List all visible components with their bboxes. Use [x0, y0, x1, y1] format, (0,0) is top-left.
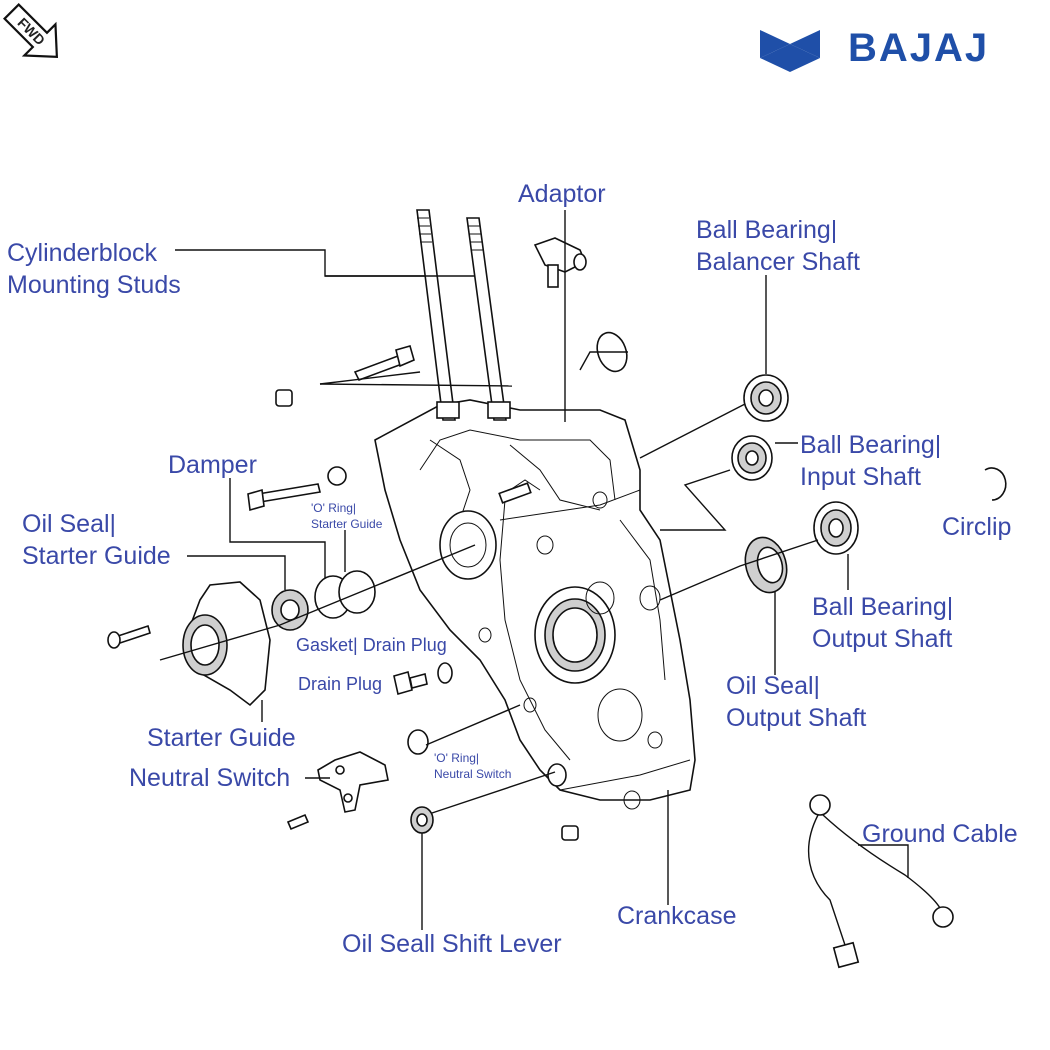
adaptor-part — [533, 237, 587, 288]
label-oilseal-output-line1: Oil Seal| — [726, 672, 820, 700]
label-ground-cable: Ground Cable — [862, 820, 1018, 848]
label-circlip: Circlip — [942, 513, 1011, 541]
o-ring-neutral-switch-part — [407, 729, 429, 755]
label-bb-input-line1: Ball Bearing| — [800, 431, 941, 459]
label-oring-neutral-line1: 'O' Ring| — [434, 751, 479, 765]
label-oring-starter-line1: 'O' Ring| — [311, 501, 356, 515]
label-studs-line1: Cylinderblock — [7, 239, 158, 267]
label-oilseal-output-line2: Output Shaft — [726, 704, 866, 732]
label-studs-line2: Mounting Studs — [7, 271, 181, 299]
circlip-part — [984, 467, 1007, 501]
bajaj-logo: BAJAJ — [760, 26, 989, 72]
label-gasket: Gasket| Drain Plug — [296, 635, 447, 655]
label-oring-starter-line2: Starter Guide — [311, 517, 383, 531]
label-oilseal-starter-line2: Starter Guide — [22, 542, 171, 570]
label-oilseal-shift: Oil Seall Shift Lever — [342, 930, 562, 958]
label-starter-guide: Starter Guide — [147, 724, 296, 752]
neutral-switch-part — [317, 751, 389, 813]
bajaj-emblem-icon — [760, 30, 820, 72]
cylinderblock-mounting-studs — [416, 209, 511, 421]
damper-part — [327, 466, 347, 486]
damper-bolt-part — [247, 483, 321, 512]
ball-bearing-input-shaft-part — [731, 435, 773, 481]
label-oring-neutral-line2: Neutral Switch — [434, 767, 511, 781]
oil-seal-output-shaft-part — [744, 536, 788, 594]
dowel-pin-bottom-part — [561, 825, 579, 841]
crankcase-body — [374, 399, 696, 810]
label-damper: Damper — [168, 451, 257, 479]
label-adaptor: Adaptor — [518, 180, 606, 208]
label-neutral-switch: Neutral Switch — [129, 764, 290, 792]
leader-lines — [159, 210, 909, 930]
small-screw-part — [286, 813, 310, 831]
ball-bearing-balancer-shaft-part — [743, 374, 789, 422]
starter-guide-part — [182, 581, 271, 707]
label-bb-balancer-line1: Ball Bearing| — [696, 216, 837, 244]
drain-plug-part — [393, 662, 453, 696]
forward-arrow-icon: FWD — [2, 2, 59, 59]
screw-part — [107, 624, 151, 649]
label-bb-input-line2: Input Shaft — [800, 463, 921, 491]
o-ring-starter-guide-part — [338, 570, 376, 614]
dowel-pin-part — [275, 389, 293, 407]
label-bb-output-line1: Ball Bearing| — [812, 593, 953, 621]
ball-bearing-output-shaft-part — [813, 501, 859, 555]
bolt-part — [353, 345, 415, 382]
ground-cable-part — [807, 794, 954, 969]
brand-name: BAJAJ — [848, 26, 989, 70]
part-labels: Adaptor Cylinderblock Mounting Studs Bal… — [7, 180, 1018, 958]
label-oilseal-starter-line1: Oil Seal| — [22, 510, 116, 538]
label-bb-balancer-line2: Balancer Shaft — [696, 248, 860, 276]
label-crankcase: Crankcase — [617, 902, 737, 930]
label-drain-plug: Drain Plug — [298, 674, 382, 694]
label-bb-output-line2: Output Shaft — [812, 625, 952, 653]
